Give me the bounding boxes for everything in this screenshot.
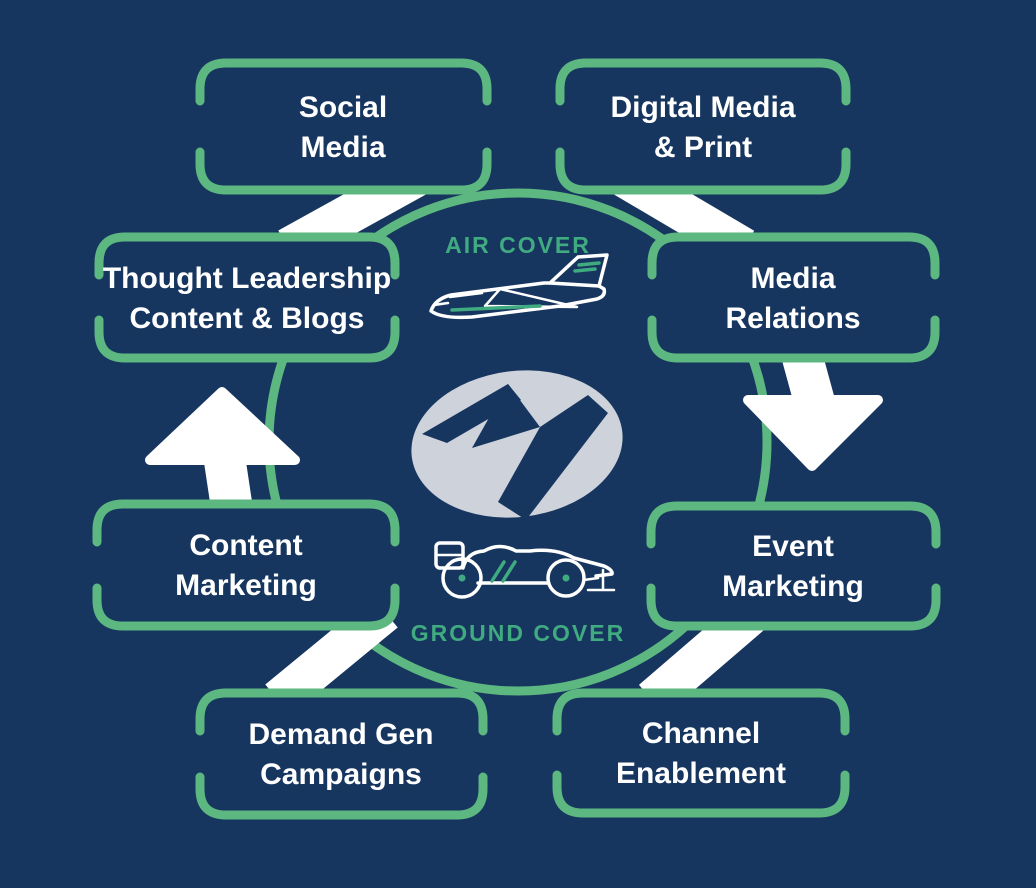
box-digital-media-print-bracket-top	[555, 58, 851, 106]
box-digital-media-print: Digital Media & Print	[555, 58, 851, 195]
box-event-marketing: Event Marketing	[646, 501, 941, 631]
box-media-relations: Media Relations	[647, 232, 940, 363]
box-content-marketing-bracket-top	[92, 499, 400, 547]
box-media-relations-fill	[652, 237, 935, 358]
flow-arrow-up	[145, 387, 300, 507]
box-media-relations-line2: Relations	[725, 302, 860, 335]
box-media-relations-bracket-top	[647, 232, 940, 280]
box-digital-media-print-line2: & Print	[654, 131, 752, 164]
flow-arrow-down-head	[743, 395, 883, 471]
box-social-media-line2: Media	[300, 131, 385, 164]
box-demand-gen-bracket-bottom	[195, 772, 488, 820]
logo-bolt-slash-3	[498, 395, 608, 520]
box-thought-leadership-line2: Content & Blogs	[130, 302, 365, 335]
box-digital-media-print-bracket-bottom	[555, 147, 851, 195]
jet-plane-icon	[429, 253, 609, 320]
box-social-media-line1: Social	[299, 91, 387, 124]
ground-cover-label: GROUND COVER	[411, 620, 625, 646]
lightning-z-logo	[411, 370, 623, 520]
box-social-media-bracket-bottom	[195, 147, 492, 195]
logo-bolt-slash-1	[422, 384, 521, 443]
box-event-marketing-fill	[651, 506, 936, 626]
box-digital-media-print-line1: Digital Media	[610, 91, 795, 124]
box-media-relations-bracket-bottom	[647, 315, 940, 363]
box-thought-leadership-fill	[99, 237, 395, 358]
box-channel-enablement-bracket-top	[552, 688, 850, 736]
air-cover-label: AIR COVER	[445, 232, 591, 258]
box-demand-gen-bracket-top	[195, 688, 488, 736]
box-demand-gen-fill	[200, 693, 483, 815]
box-content-marketing-line2: Marketing	[175, 569, 317, 602]
box-channel-enablement-bracket-bottom	[552, 770, 850, 818]
box-event-marketing-bracket-bottom	[646, 583, 941, 631]
box-digital-media-print-fill	[560, 63, 846, 190]
box-channel-enablement-fill	[557, 693, 845, 813]
box-demand-gen: Demand Gen Campaigns	[195, 688, 488, 820]
flow-arrow-up-head	[145, 387, 300, 465]
box-event-marketing-bracket-top	[646, 501, 941, 549]
box-event-marketing-line2: Marketing	[722, 570, 864, 603]
box-thought-leadership-line1: Thought Leadership	[103, 262, 391, 295]
box-channel-enablement-line1: Channel	[642, 717, 760, 750]
logo-bolt-slash-2	[472, 384, 540, 448]
box-channel-enablement-line2: Enablement	[616, 757, 786, 790]
box-content-marketing: Content Marketing	[92, 499, 400, 631]
box-thought-leadership: Thought Leadership Content & Blogs	[94, 232, 400, 363]
race-car-icon	[434, 541, 616, 599]
box-media-relations-line1: Media	[750, 262, 835, 295]
box-event-marketing-line1: Event	[752, 530, 834, 563]
box-thought-leadership-bracket-bottom	[94, 315, 400, 363]
box-content-marketing-bracket-bottom	[92, 583, 400, 631]
box-social-media-bracket-top	[195, 58, 492, 106]
box-social-media: Social Media	[195, 58, 492, 195]
box-content-marketing-line1: Content	[189, 529, 302, 562]
box-channel-enablement: Channel Enablement	[552, 688, 850, 818]
flow-arrow-down-stem	[781, 351, 835, 405]
box-content-marketing-fill	[97, 504, 395, 626]
box-social-media-fill	[200, 63, 487, 190]
box-demand-gen-line1: Demand Gen	[248, 718, 433, 751]
flow-arrow-up-stem	[204, 457, 252, 507]
box-thought-leadership-bracket-top	[94, 232, 400, 280]
box-demand-gen-line2: Campaigns	[260, 758, 422, 791]
